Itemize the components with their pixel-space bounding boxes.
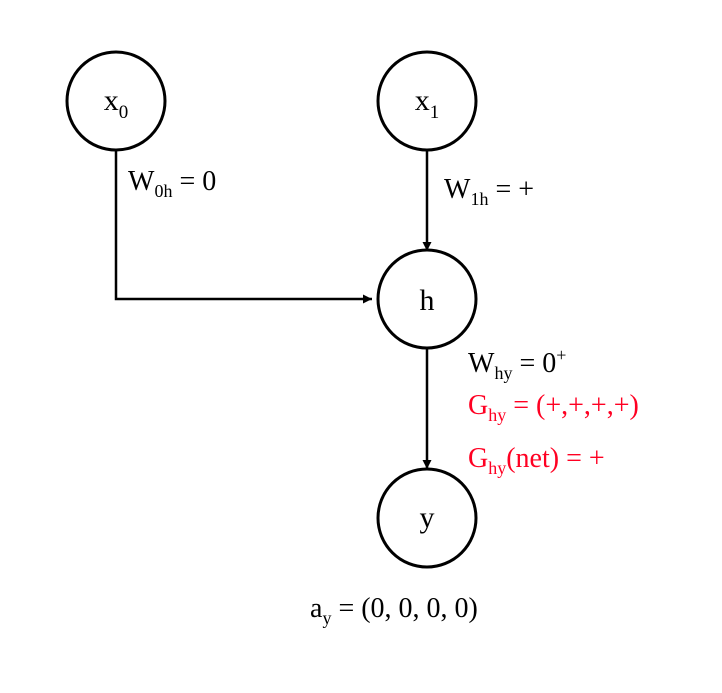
weight-why-label: Why = 0+: [468, 345, 566, 383]
node-x0-subscript: 0: [119, 102, 129, 123]
node-y-label: y: [420, 501, 435, 534]
edge-x0-to-h: [114, 146, 372, 304]
gradient-ghy-label: Ghy = (+,+,+,+): [468, 390, 639, 425]
svg-text:x0: x0: [104, 84, 129, 123]
node-x0-base: x: [104, 84, 119, 117]
node-x1: x1: [376, 50, 478, 152]
node-x1-subscript: 1: [430, 102, 440, 123]
node-h-label: h: [420, 284, 435, 317]
node-h: h: [376, 248, 478, 350]
node-x0: x0: [65, 50, 167, 152]
node-x1-base: x: [415, 84, 430, 117]
svg-text:x1: x1: [415, 84, 440, 123]
output-activation-label: ay = (0, 0, 0, 0): [310, 593, 478, 628]
weight-w0h-label: W0h = 0: [128, 166, 216, 201]
node-y: y: [376, 467, 478, 569]
gradient-ghy-net-label: Ghy(net) = +: [468, 443, 605, 478]
weight-w1h-label: W1h = +: [444, 174, 534, 209]
